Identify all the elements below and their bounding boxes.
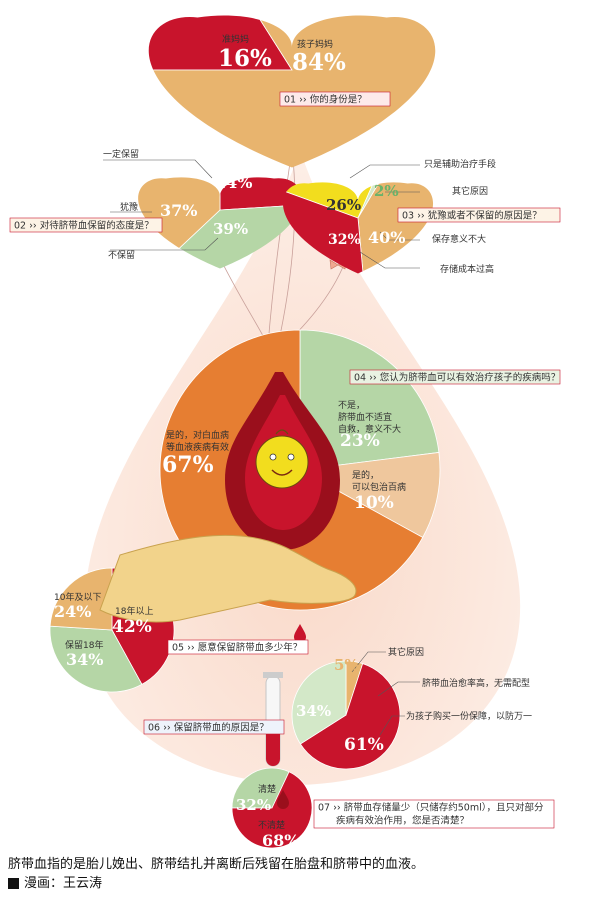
category-label: 可以包治百病 xyxy=(352,481,406,493)
category-label: 不清楚 xyxy=(258,819,285,831)
q6-pie xyxy=(291,660,401,770)
category-label: 为孩子购买一份保障，以防万一 xyxy=(406,710,532,722)
category-label: 等血液疾病有效 xyxy=(166,441,229,453)
caption: 脐带血指的是胎儿娩出、脐带结扎并离断后残留在胎盘和脐带中的血液。 漫画：王云涛 xyxy=(8,855,598,893)
leader-lines xyxy=(103,159,420,736)
category-label: 其它原因 xyxy=(452,185,488,197)
q1-pie xyxy=(148,15,436,168)
caption-credit: 漫画：王云涛 xyxy=(24,876,103,891)
question-text: 04 ›› 您认为脐带血可以有效治疗孩子的疾病吗？ xyxy=(354,372,560,384)
value-label: 84% xyxy=(292,49,346,76)
value-label: 24% xyxy=(215,173,252,192)
q7-slice-1 xyxy=(231,767,290,809)
q5-slice-2 xyxy=(49,625,143,693)
value-label: 10% xyxy=(354,493,394,513)
q3-slice-1 xyxy=(282,182,395,219)
value-label: 2% xyxy=(374,182,399,200)
value-label: 68% xyxy=(262,831,299,850)
category-label: 清楚 xyxy=(258,783,276,795)
q5-slice-3 xyxy=(49,567,113,631)
credit-row: 漫画：王云涛 xyxy=(8,874,598,893)
value-label: 26% xyxy=(326,196,361,214)
question-text: 05 ›› 愿意保留脐带血多少年？ xyxy=(172,642,302,654)
category-label: 是的，对白血病 xyxy=(166,429,229,441)
q2-slice-1 xyxy=(219,177,302,211)
caption-text: 脐带血指的是胎儿娩出、脐带结扎并离断后残留在胎盘和脐带中的血液。 xyxy=(8,857,425,872)
question-text: 07 ›› 脐带血存储量少（只储存约50ml），且只对部分 xyxy=(318,802,544,814)
value-label: 37% xyxy=(160,201,197,220)
category-label: 自救，意义不大 xyxy=(338,423,401,435)
question-badge-05: 05 ›› 愿意保留脐带血多少年？ xyxy=(167,639,309,655)
bullet-square-icon xyxy=(8,878,19,889)
category-label: 准妈妈 xyxy=(222,33,249,45)
value-label: 16% xyxy=(218,45,272,72)
value-label: 32% xyxy=(236,796,271,814)
q4-slice-1 xyxy=(299,329,440,471)
value-label: 34% xyxy=(296,702,331,720)
drop-icon xyxy=(277,790,289,809)
question-badge-04: 04 ›› 您认为脐带血可以有效治疗孩子的疾病吗？ xyxy=(349,369,561,385)
test-tube-icon xyxy=(263,672,283,767)
question-text: 01 ›› 你的身份是？ xyxy=(284,94,367,106)
category-label: 脐带血治愈率高，无需配型 xyxy=(422,677,530,689)
blood-drop-illustration xyxy=(225,372,340,550)
value-label: 42% xyxy=(112,617,152,637)
category-label: 是的， xyxy=(352,469,379,481)
category-label: 保留18年 xyxy=(65,639,103,651)
value-label: 61% xyxy=(344,735,384,755)
q1-slice-2 xyxy=(148,15,436,168)
q6-slice-3 xyxy=(291,660,347,745)
question-badge-02: 02 ›› 对待脐带血保留的态度是？ xyxy=(9,217,163,233)
category-label: 18年以上 xyxy=(115,605,153,617)
question-text: 疾病有效治作用，您是否清楚？ xyxy=(336,815,469,827)
q6-slice-2 xyxy=(299,663,401,770)
category-label: 存储成本过高 xyxy=(440,263,494,275)
drop-icon xyxy=(294,624,306,643)
question-text: 06 ›› 保留脐带血的原因是？ xyxy=(148,722,269,734)
value-label: 39% xyxy=(213,220,248,238)
category-label: 孩子妈妈 xyxy=(297,38,333,50)
category-label: 只是辅助治疗手段 xyxy=(424,158,496,170)
category-label: 10年及以下 xyxy=(54,591,101,603)
category-label: 保存意义不大 xyxy=(432,233,486,245)
q3-slice-2 xyxy=(357,182,405,219)
q7-pie xyxy=(231,767,313,849)
category-label: 其它原因 xyxy=(388,646,424,658)
category-label: 犹豫 xyxy=(120,201,138,213)
infographic: 01 ›› 你的身份是？ 02 ›› 对待脐带血保留的态度是？ 03 ›› 犹豫或者… xyxy=(9,15,561,850)
value-label: 32% xyxy=(328,232,361,248)
question-badge-01: 01 ›› 你的身份是？ xyxy=(279,91,391,107)
q7-slice-2 xyxy=(231,771,313,849)
category-label: 脐带血不适宜 xyxy=(338,411,392,423)
value-label: 5% xyxy=(334,656,359,674)
category-label: 不保留 xyxy=(108,249,135,261)
q2-slice-2 xyxy=(153,203,302,269)
category-label: 一定保留 xyxy=(103,148,139,160)
category-label: 不是， xyxy=(338,400,365,411)
question-badge-06: 06 ›› 保留脐带血的原因是？ xyxy=(143,719,285,735)
value-label: 40% xyxy=(368,228,405,247)
value-label: 34% xyxy=(66,650,103,669)
value-label: 24% xyxy=(54,602,91,621)
value-label: 67% xyxy=(162,452,214,478)
question-badge-07: 07 ›› 脐带血存储量少（只储存约50ml），且只对部分疾病有效治作用，您是否… xyxy=(313,799,555,829)
q1-slice-1 xyxy=(148,15,293,71)
question-text: 03 ›› 犹豫或者不保留的原因是？ xyxy=(402,210,542,222)
value-label: 23% xyxy=(340,431,380,451)
hand-illustration xyxy=(99,534,357,623)
question-badge-03: 03 ›› 犹豫或者不保留的原因是？ xyxy=(397,207,561,223)
question-text: 02 ›› 对待脐带血保留的态度是？ xyxy=(14,220,154,232)
